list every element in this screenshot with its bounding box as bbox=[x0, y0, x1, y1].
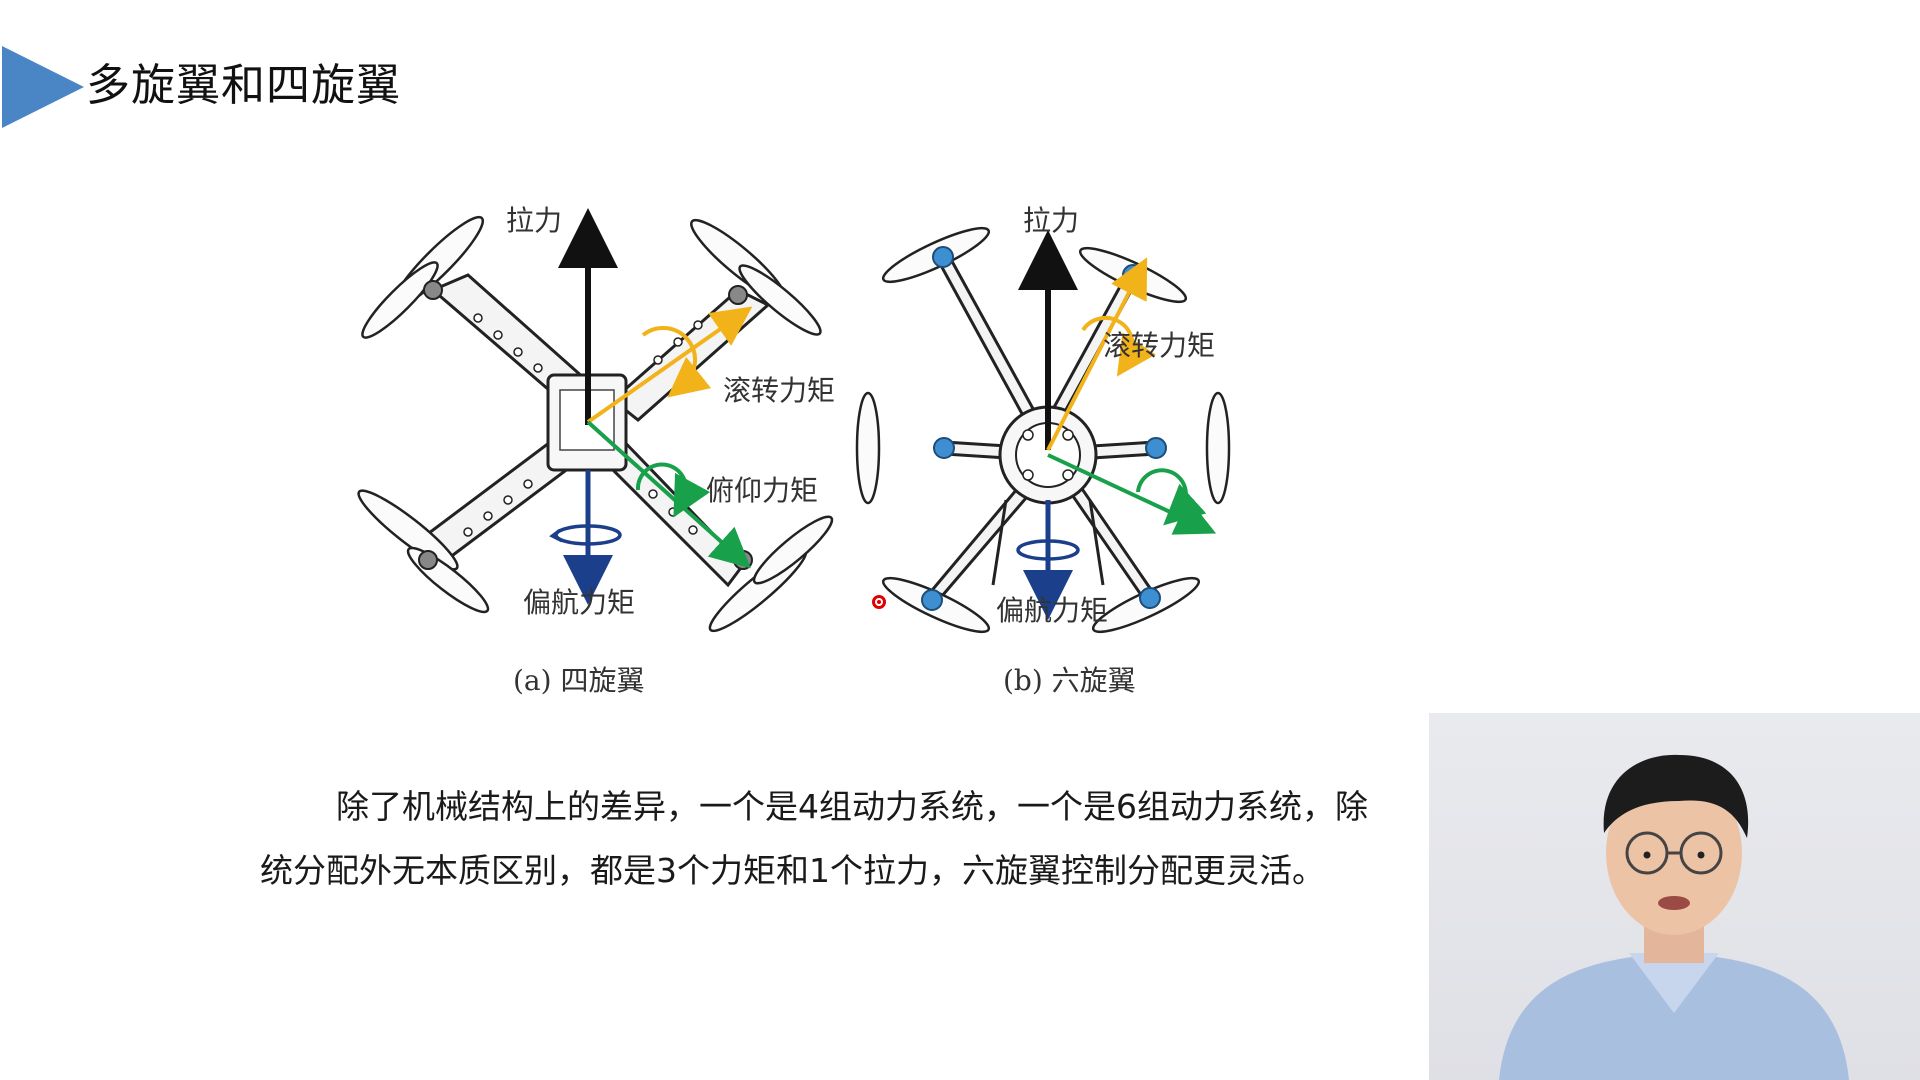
body-line-1: 除了机械结构上的差异，一个是4组动力系统，一个是6组动力系统，除 bbox=[336, 787, 1368, 826]
drone-diagram: 拉力 滚转力矩 俯仰力矩 偏航力矩 (a) 四旋翼 bbox=[357, 204, 1231, 697]
presenter-avatar-icon bbox=[1499, 754, 1849, 1080]
presenter-webcam bbox=[1429, 713, 1920, 1080]
drone-figure: 拉力 滚转力矩 俯仰力矩 偏航力矩 (a) 四旋翼 bbox=[338, 200, 1538, 720]
laser-pointer-icon bbox=[872, 595, 886, 609]
hexarotor-diagram: 拉力 滚转力矩 偏航力矩 (b) 六旋翼 bbox=[855, 204, 1231, 697]
hex-thrust-label: 拉力 bbox=[1023, 204, 1079, 237]
quad-caption: (a) 四旋翼 bbox=[513, 664, 644, 697]
title-arrow-icon bbox=[2, 46, 84, 128]
body-text: 除了机械结构上的差异，一个是4组动力系统，一个是6组动力系统，除 统分配外无本质… bbox=[260, 775, 1440, 903]
quad-yaw-label: 偏航力矩 bbox=[523, 586, 635, 619]
hex-caption: (b) 六旋翼 bbox=[1003, 664, 1136, 697]
quad-thrust-label: 拉力 bbox=[506, 204, 562, 237]
slide-title: 多旋翼和四旋翼 bbox=[86, 60, 401, 111]
quad-roll-label: 滚转力矩 bbox=[723, 374, 835, 407]
body-line-2: 统分配外无本质区别，都是3个力矩和1个拉力，六旋翼控制分配更灵活。 bbox=[260, 851, 1325, 890]
hex-roll-label: 滚转力矩 bbox=[1103, 329, 1215, 362]
hex-yaw-label: 偏航力矩 bbox=[996, 594, 1108, 627]
quadrotor-diagram: 拉力 滚转力矩 俯仰力矩 偏航力矩 (a) 四旋翼 bbox=[357, 204, 835, 697]
quad-pitch-label: 俯仰力矩 bbox=[706, 474, 818, 507]
